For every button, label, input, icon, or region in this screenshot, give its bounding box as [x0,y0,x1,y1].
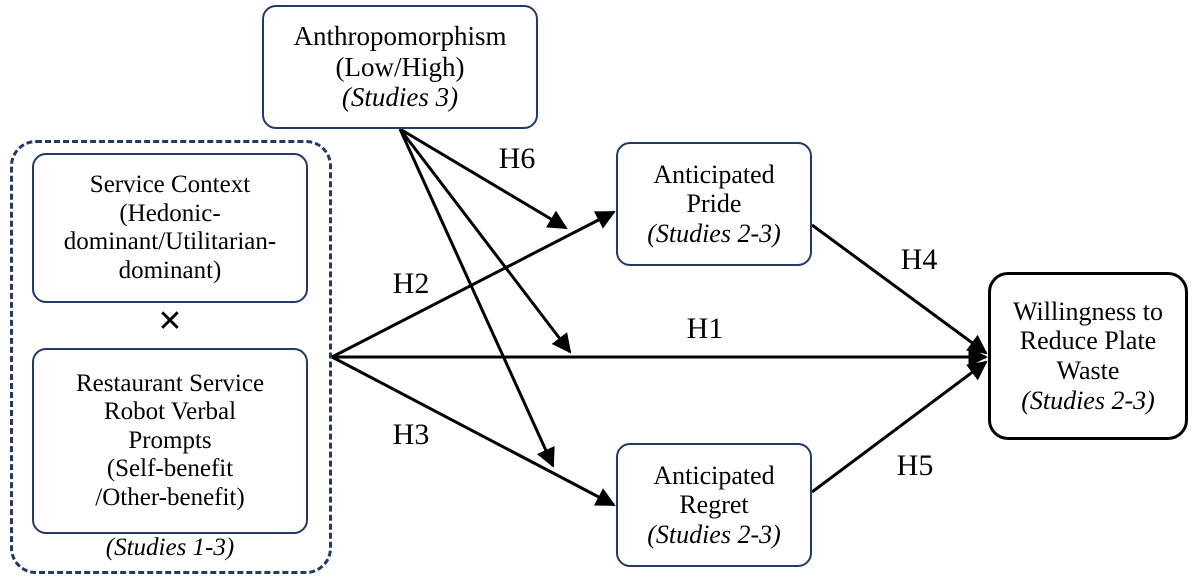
hypothesis-label-h3: H3 [392,418,430,451]
node-anthropomorphism-line-2: (Low/High) [335,51,465,82]
hypothesis-label-h6: H6 [498,142,536,175]
node-anticipated-regret[interactable]: Anticipated Regret (Studies 2-3) [616,443,812,567]
node-robot-verbal-prompts-line-2: Robot Verbal [103,398,237,426]
node-service-context[interactable]: Service Context (Hedonic- dominant/Utili… [32,153,308,303]
node-service-context-line-2: (Hedonic- [119,199,221,227]
node-service-context-line-4: dominant) [118,256,222,284]
hypothesis-label-h1: H1 [686,312,724,345]
independent-variables-group [10,140,332,574]
hypothesis-label-h4: H4 [900,243,938,276]
node-anticipated-pride-studies: (Studies 2-3) [647,218,781,248]
node-anticipated-regret-studies: (Studies 2-3) [647,519,781,549]
node-willingness-line-2: Reduce Plate [1019,326,1157,356]
node-anticipated-pride-line-2: Pride [686,189,742,219]
hypothesis-label-h5: H5 [896,449,934,482]
node-willingness-to-reduce-plate-waste[interactable]: Willingness to Reduce Plate Waste (Studi… [988,272,1188,440]
node-robot-verbal-prompts[interactable]: Restaurant Service Robot Verbal Prompts … [32,348,308,534]
edge-h2 [331,210,616,359]
node-willingness-studies: (Studies 2-3) [1021,385,1155,415]
node-anticipated-pride-line-1: Anticipated [653,159,775,189]
node-service-context-line-3: dominant/Utilitarian- [63,228,277,255]
node-robot-verbal-prompts-line-3: Prompts [128,426,212,454]
hypothesis-label-h2: H2 [392,267,430,300]
node-willingness-line-1: Willingness to [1013,296,1163,326]
node-anticipated-regret-line-2: Regret [679,490,749,520]
interaction-operator: ✕ [157,305,183,338]
independent-variables-group-caption: (Studies 1-3) [105,534,235,561]
node-robot-verbal-prompts-line-4: (Self-benefit [106,455,234,483]
node-willingness-line-3: Waste [1056,356,1120,385]
node-service-context-line-1: Service Context [89,171,251,198]
node-anticipated-regret-line-1: Anticipated [653,460,775,490]
node-anticipated-pride[interactable]: Anticipated Pride (Studies 2-3) [616,142,812,266]
node-robot-verbal-prompts-line-1: Restaurant Service [75,369,265,397]
node-robot-verbal-prompts-line-5: /Other-benefit) [95,483,245,511]
node-anthropomorphism-line-1: Anthropomorphism [293,20,507,51]
node-anthropomorphism-studies: (Studies 3) [341,82,459,113]
node-anthropomorphism[interactable]: Anthropomorphism (Low/High) (Studies 3) [262,5,538,129]
edge-h3 [331,355,616,507]
